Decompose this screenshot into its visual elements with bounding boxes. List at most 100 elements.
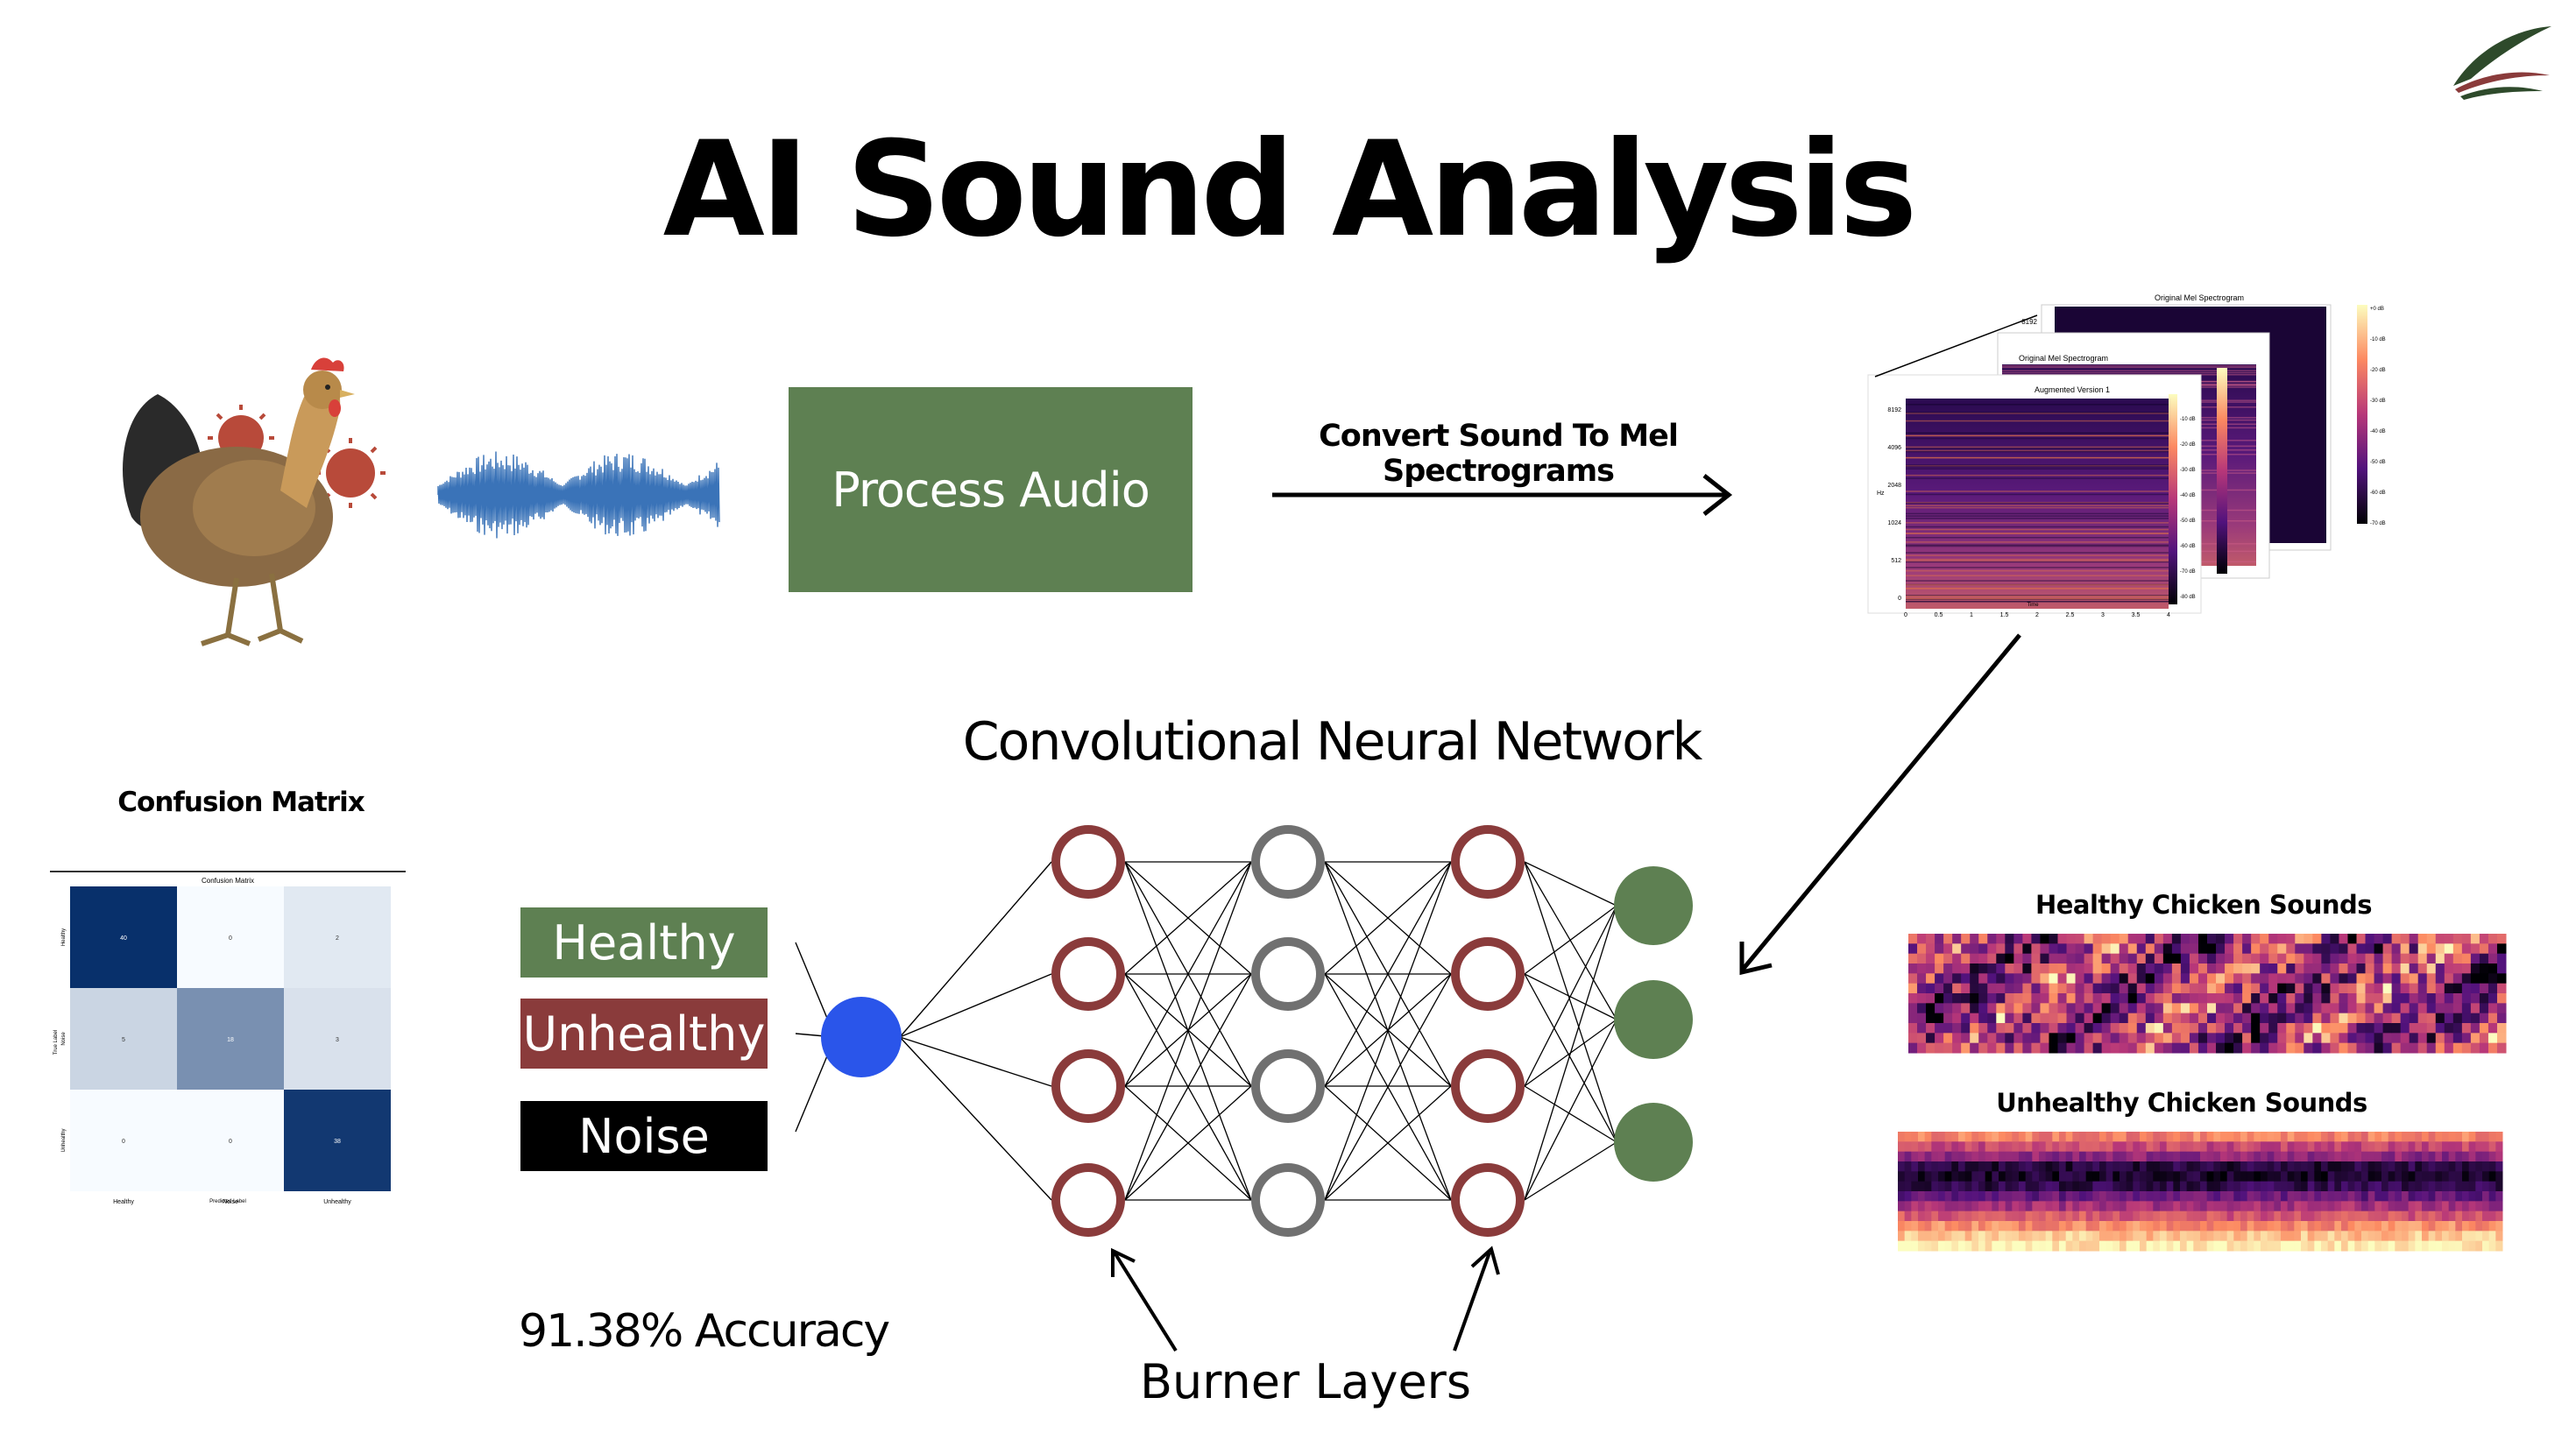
spec-cell: [2321, 1181, 2329, 1192]
spec-band: [1906, 533, 2169, 534]
spec-cell: [2470, 1023, 2480, 1034]
spec-cell: [2019, 1171, 2027, 1182]
spec-cell: [2415, 1151, 2423, 1162]
spec-cell: [1951, 1171, 1959, 1182]
spec-cell: [1978, 993, 1988, 1004]
spec-band: [1906, 595, 2169, 597]
spec-xtick: 1.5: [2000, 612, 2009, 618]
spec-cell: [2475, 1181, 2483, 1192]
cm-cell: [177, 886, 284, 988]
spec-cell: [2442, 1132, 2450, 1142]
spec-cell: [2075, 973, 2085, 985]
spec-cell: [1924, 1211, 1932, 1222]
spec-cell: [2361, 1211, 2369, 1222]
spec-cell: [2101, 1042, 2112, 1054]
spec-cell: [1951, 1231, 1959, 1242]
edge: [1524, 1085, 1617, 1143]
spec-cell: [2225, 1023, 2234, 1034]
spec-cell: [2452, 963, 2463, 974]
spec-cell: [2260, 983, 2269, 994]
spec-cell: [1935, 963, 1944, 974]
spec-cell: [2277, 973, 2287, 985]
spec-cell: [2287, 1141, 2295, 1153]
healthy-sounds-title: Healthy Chicken Sounds: [2035, 890, 2373, 920]
spec-cell: [2391, 934, 2402, 944]
spec-cell: [2022, 943, 2032, 955]
spec-cell: [2193, 1181, 2201, 1192]
spec-cell: [2025, 1221, 2033, 1232]
spec-cell: [2186, 1231, 2194, 1242]
spec-cell: [2452, 1003, 2463, 1014]
spec-cell: [2057, 1033, 2068, 1044]
spec-cell: [1978, 1141, 1986, 1153]
spec-cell: [2180, 1191, 2188, 1202]
spec-cell: [2112, 1231, 2120, 1242]
spec-cell: [2347, 1221, 2355, 1232]
spec-cell: [2482, 1171, 2490, 1182]
spec-cell: [2496, 963, 2507, 974]
output-neuron-1: [1614, 866, 1693, 945]
spec-cell: [2479, 973, 2489, 985]
spec-cell: [1992, 1231, 1999, 1242]
spec-cell: [2039, 1171, 2047, 1182]
spec-cell: [2312, 993, 2322, 1004]
spec-cell: [2295, 953, 2304, 964]
spec-cell: [1978, 934, 1988, 944]
spec-cell: [2444, 983, 2454, 994]
waveform-icon: [437, 451, 720, 539]
unhealthy-sounds-title: Unhealthy Chicken Sounds: [1996, 1088, 2367, 1118]
spec-cell: [2105, 1181, 2113, 1192]
spec-cell: [2057, 953, 2068, 964]
spec-cell: [1985, 1171, 1992, 1182]
spec-cell: [2145, 993, 2155, 1004]
spec-cell: [2045, 1161, 2053, 1172]
spec-band: [1906, 465, 2169, 467]
spec-cell: [1952, 1023, 1962, 1034]
spec-cell: [1958, 1231, 1966, 1242]
spec-cell: [1992, 1132, 1999, 1142]
spec-cell: [2079, 1141, 2087, 1153]
spec-cell: [2180, 973, 2190, 985]
spec-cell: [2075, 1023, 2085, 1034]
spec-cell: [2382, 983, 2393, 994]
spec-cell: [2085, 1141, 2093, 1153]
spec-cell: [2032, 1221, 2040, 1232]
spec-db-tick: -30 dB: [2180, 468, 2196, 473]
spec-cell: [2101, 993, 2112, 1004]
spec-cell: [2361, 1231, 2369, 1242]
spec-cell: [2059, 1151, 2067, 1162]
spec-cell: [2180, 983, 2190, 994]
spec-cell: [2065, 1240, 2073, 1252]
spec-cell: [2374, 953, 2384, 964]
spec-cell: [2462, 1201, 2470, 1212]
spec-cell: [1961, 993, 1971, 1004]
spec-cell: [2402, 1151, 2410, 1162]
cm-ytick: Noise: [61, 1032, 67, 1046]
spec-cell: [2220, 1240, 2228, 1252]
spec-cell: [1970, 1023, 1979, 1034]
process-audio-box: Process Audio: [789, 387, 1192, 592]
spec-cell: [2180, 963, 2190, 974]
spec-cell: [2391, 1042, 2402, 1054]
spec-cell: [2409, 1013, 2419, 1024]
edge: [1524, 1019, 1617, 1201]
spec-cell: [2031, 1033, 2041, 1044]
spec-cell: [2045, 1240, 2053, 1252]
spec-cell: [2189, 1033, 2199, 1044]
spec-cell: [2200, 1151, 2208, 1162]
spec-cell: [2186, 1201, 2194, 1212]
spec-cell: [2347, 1013, 2357, 1024]
spec-band: [1906, 567, 2169, 568]
spec-cell: [1918, 1201, 1926, 1212]
spec-cell: [2162, 1003, 2173, 1014]
edge: [1324, 861, 1452, 1087]
spec-cell: [1908, 1033, 1918, 1044]
spec-cell: [1996, 1003, 2006, 1014]
spec-cell: [2402, 1231, 2410, 1242]
spec-cell: [1961, 983, 1971, 994]
spec-cell: [2347, 1042, 2357, 1054]
spec-cell: [2084, 943, 2094, 955]
spec-cell: [2261, 1240, 2268, 1252]
spec-cell: [2112, 1211, 2120, 1222]
spec-db-tick: -50 dB: [2180, 519, 2196, 524]
